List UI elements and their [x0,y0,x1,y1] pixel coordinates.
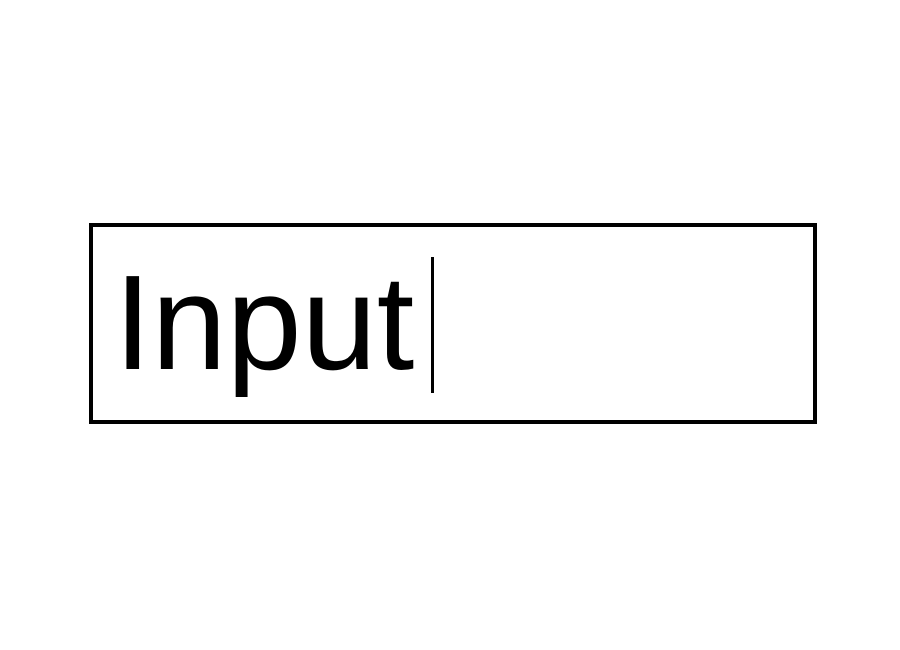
text-input-field[interactable]: Input [89,223,817,424]
input-value-text: Input [114,247,415,398]
text-caret [431,257,434,393]
